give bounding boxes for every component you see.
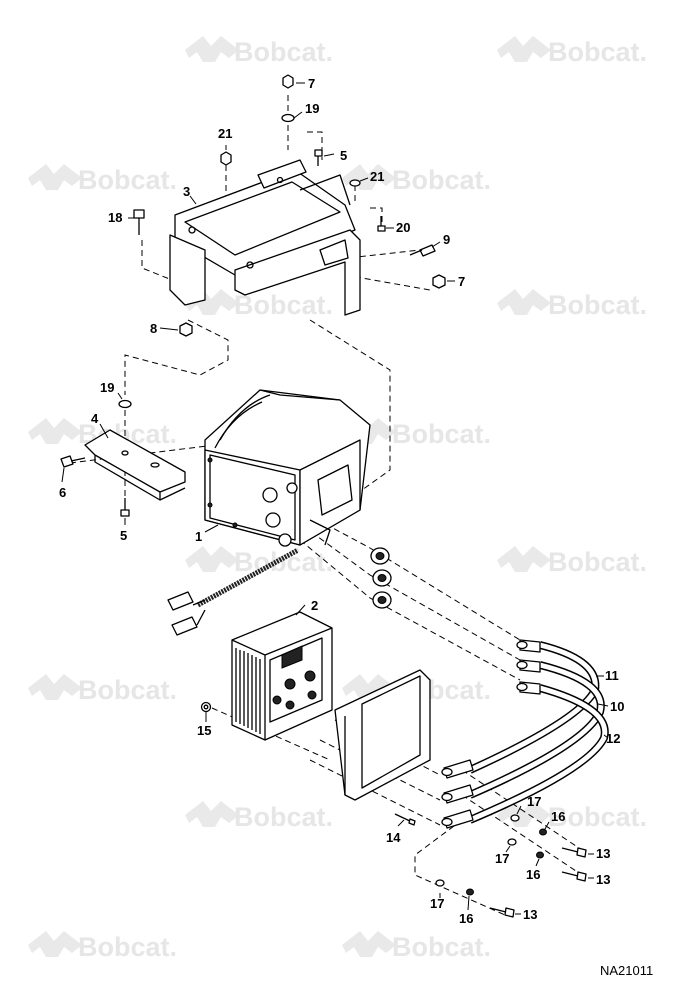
watermark-text: Bobcat. bbox=[548, 37, 647, 67]
callout-4: 4 bbox=[91, 411, 99, 426]
bolt-6 bbox=[60, 455, 86, 468]
callout-labels: 1 2 3 4 5 5 6 7 7 8 9 10 11 12 13 13 13 … bbox=[59, 76, 624, 926]
watermark-text: Bobcat. bbox=[392, 165, 491, 195]
callout-1: 1 bbox=[195, 529, 202, 544]
watermark-text: Bobcat. bbox=[234, 802, 333, 832]
watermark-text: Bobcat. bbox=[548, 802, 647, 832]
watermark-text: Bobcat. bbox=[234, 290, 333, 320]
bracket-hardware bbox=[133, 74, 446, 337]
bolt-13 bbox=[561, 871, 587, 882]
callout-15: 15 bbox=[197, 723, 211, 738]
callout-2: 2 bbox=[311, 598, 318, 613]
watermark-text: Bobcat. bbox=[234, 547, 333, 577]
callout-19: 19 bbox=[100, 380, 114, 395]
watermark-text: Bobcat. bbox=[78, 675, 177, 705]
callout-13: 13 bbox=[596, 846, 610, 861]
bolt-20 bbox=[377, 216, 386, 232]
watermark-text: Bobcat. bbox=[392, 419, 491, 449]
washer-19-top bbox=[281, 113, 295, 123]
callout-17: 17 bbox=[527, 794, 541, 809]
controller bbox=[231, 611, 333, 741]
watermark: Bobcat. bbox=[342, 931, 491, 962]
nut-15 bbox=[200, 701, 212, 713]
watermark-layer: Bobcat. Bobcat. Bobcat. Bobcat. Bobcat. … bbox=[28, 36, 647, 962]
mounting-plate bbox=[334, 669, 431, 801]
callout-9: 9 bbox=[443, 232, 450, 247]
watermark: Bobcat. bbox=[28, 164, 177, 195]
watermark-text: Bobcat. bbox=[78, 165, 177, 195]
watermark: Bobcat. bbox=[185, 801, 333, 832]
callout-11: 11 bbox=[605, 668, 619, 683]
plate-bracket bbox=[84, 429, 186, 501]
bolt-18 bbox=[133, 209, 145, 235]
washer-21-right bbox=[349, 179, 361, 187]
stud-9 bbox=[409, 244, 436, 257]
watermark-text: Bobcat. bbox=[392, 932, 491, 962]
battery-cables bbox=[441, 639, 609, 829]
callout-10: 10 bbox=[610, 699, 624, 714]
callout-21: 21 bbox=[370, 169, 384, 184]
watermark-text: Bobcat. bbox=[78, 932, 177, 962]
callout-13: 13 bbox=[523, 907, 537, 922]
lock-washer-16 bbox=[466, 888, 474, 896]
motor-controller bbox=[204, 389, 371, 547]
watermark: Bobcat. bbox=[185, 289, 333, 320]
callout-13: 13 bbox=[596, 872, 610, 887]
lock-washer-16 bbox=[539, 828, 547, 836]
washer-19-left bbox=[118, 399, 132, 409]
nut-8 bbox=[179, 322, 193, 337]
callout-5: 5 bbox=[340, 148, 347, 163]
watermark-text: Bobcat. bbox=[548, 547, 647, 577]
watermark: Bobcat. bbox=[497, 546, 647, 577]
watermark: Bobcat. bbox=[185, 546, 333, 577]
bolt-5-top bbox=[314, 149, 323, 166]
watermark-text: Bobcat. bbox=[548, 290, 647, 320]
watermark: Bobcat. bbox=[342, 164, 491, 195]
wire-harness bbox=[167, 547, 300, 636]
watermark: Bobcat. bbox=[28, 931, 177, 962]
watermark-text: Bobcat. bbox=[234, 37, 333, 67]
watermark: Bobcat. bbox=[497, 801, 647, 832]
washer-17 bbox=[510, 814, 520, 822]
figure-id: NA21011 bbox=[600, 963, 653, 978]
nut-21-left bbox=[220, 151, 232, 166]
callout-8: 8 bbox=[150, 321, 157, 336]
watermark: Bobcat. bbox=[185, 36, 333, 67]
callout-12: 12 bbox=[606, 731, 620, 746]
callout-18: 18 bbox=[108, 210, 122, 225]
callout-21: 21 bbox=[218, 126, 232, 141]
bolt-5-left bbox=[120, 498, 130, 517]
callout-7: 7 bbox=[308, 76, 315, 91]
bolt-13 bbox=[561, 847, 587, 858]
callout-14: 14 bbox=[386, 830, 401, 845]
callout-20: 20 bbox=[396, 220, 410, 235]
watermark: Bobcat. bbox=[497, 36, 647, 67]
cable-12 bbox=[468, 684, 609, 824]
leader-lines bbox=[61, 82, 609, 915]
washer-17 bbox=[435, 879, 445, 887]
pin-14 bbox=[394, 813, 416, 826]
callout-7: 7 bbox=[458, 274, 465, 289]
callout-16: 16 bbox=[459, 911, 473, 926]
callout-17: 17 bbox=[430, 896, 444, 911]
lock-washer-16 bbox=[536, 851, 544, 859]
washer-17 bbox=[507, 838, 517, 846]
mounting-bracket bbox=[169, 159, 361, 316]
callout-6: 6 bbox=[59, 485, 66, 500]
nut-7-right bbox=[432, 274, 446, 289]
watermark: Bobcat. bbox=[28, 674, 177, 705]
callout-19: 19 bbox=[305, 101, 319, 116]
callout-16: 16 bbox=[526, 867, 540, 882]
callout-16: 16 bbox=[551, 809, 565, 824]
cable-hardware bbox=[435, 814, 587, 918]
bolt-13 bbox=[489, 907, 515, 918]
callout-17: 17 bbox=[495, 851, 509, 866]
watermark: Bobcat. bbox=[497, 289, 647, 320]
nut-7-top bbox=[282, 74, 294, 89]
callout-3: 3 bbox=[183, 184, 190, 199]
terminal-boots bbox=[370, 547, 392, 609]
callout-5: 5 bbox=[120, 528, 127, 543]
